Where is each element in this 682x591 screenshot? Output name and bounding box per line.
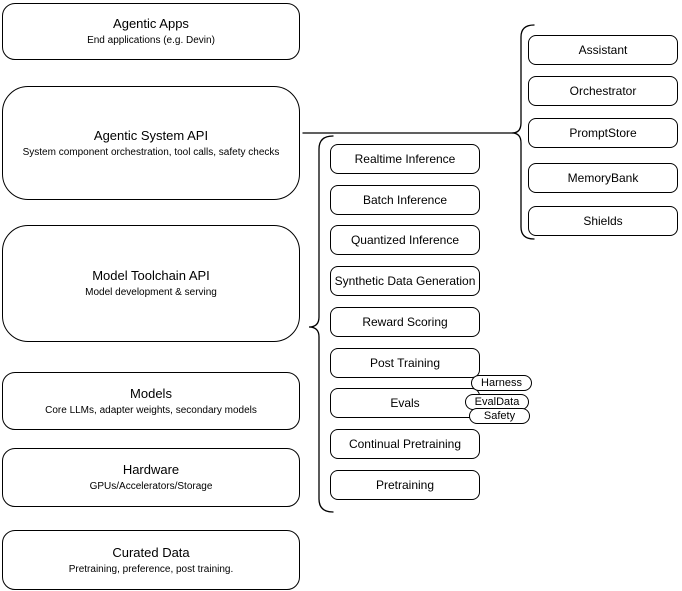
node-title: Agentic Apps — [113, 16, 189, 31]
node-pretraining: Pretraining — [330, 470, 480, 500]
node-subtitle: Pretraining, preference, post training. — [68, 563, 234, 575]
node-title: Agentic System API — [93, 127, 209, 143]
node-reward-scoring: Reward Scoring — [330, 307, 480, 337]
node-models: Models Core LLMs, adapter weights, secon… — [2, 372, 300, 430]
badge-safety: Safety — [469, 408, 530, 424]
node-promptstore: PromptStore — [528, 118, 678, 148]
node-synthetic-data-generation: Synthetic Data Generation — [330, 266, 480, 296]
node-memorybank: MemoryBank — [528, 163, 678, 193]
node-orchestrator: Orchestrator — [528, 76, 678, 106]
node-subtitle: Model development & serving — [85, 287, 217, 298]
node-shields: Shields — [528, 206, 678, 236]
node-curated-data: Curated Data Pretraining, preference, po… — [2, 530, 300, 590]
node-subtitle: System component orchestration, tool cal… — [22, 146, 280, 158]
node-subtitle: Core LLMs, adapter weights, secondary mo… — [45, 404, 257, 416]
node-quantized-inference: Quantized Inference — [330, 225, 480, 255]
node-subtitle: GPUs/Accelerators/Storage — [89, 481, 213, 492]
node-realtime-inference: Realtime Inference — [330, 144, 480, 174]
node-batch-inference: Batch Inference — [330, 185, 480, 215]
badge-harness: Harness — [471, 375, 532, 391]
node-assistant: Assistant — [528, 35, 678, 65]
node-agentic-apps: Agentic Apps End applications (e.g. Devi… — [2, 3, 300, 60]
node-title: Curated Data — [112, 544, 190, 560]
node-model-toolchain-api: Model Toolchain API Model development & … — [2, 225, 300, 342]
node-evals: Evals — [330, 388, 480, 418]
node-title: Hardware — [122, 462, 180, 477]
node-agentic-system-api: Agentic System API System component orch… — [2, 86, 300, 200]
node-title: Model Toolchain API — [92, 268, 210, 283]
node-continual-pretraining: Continual Pretraining — [330, 429, 480, 459]
node-title: Models — [130, 385, 172, 401]
node-subtitle: End applications (e.g. Devin) — [87, 35, 215, 46]
node-hardware: Hardware GPUs/Accelerators/Storage — [2, 448, 300, 507]
node-post-training: Post Training — [330, 348, 480, 378]
